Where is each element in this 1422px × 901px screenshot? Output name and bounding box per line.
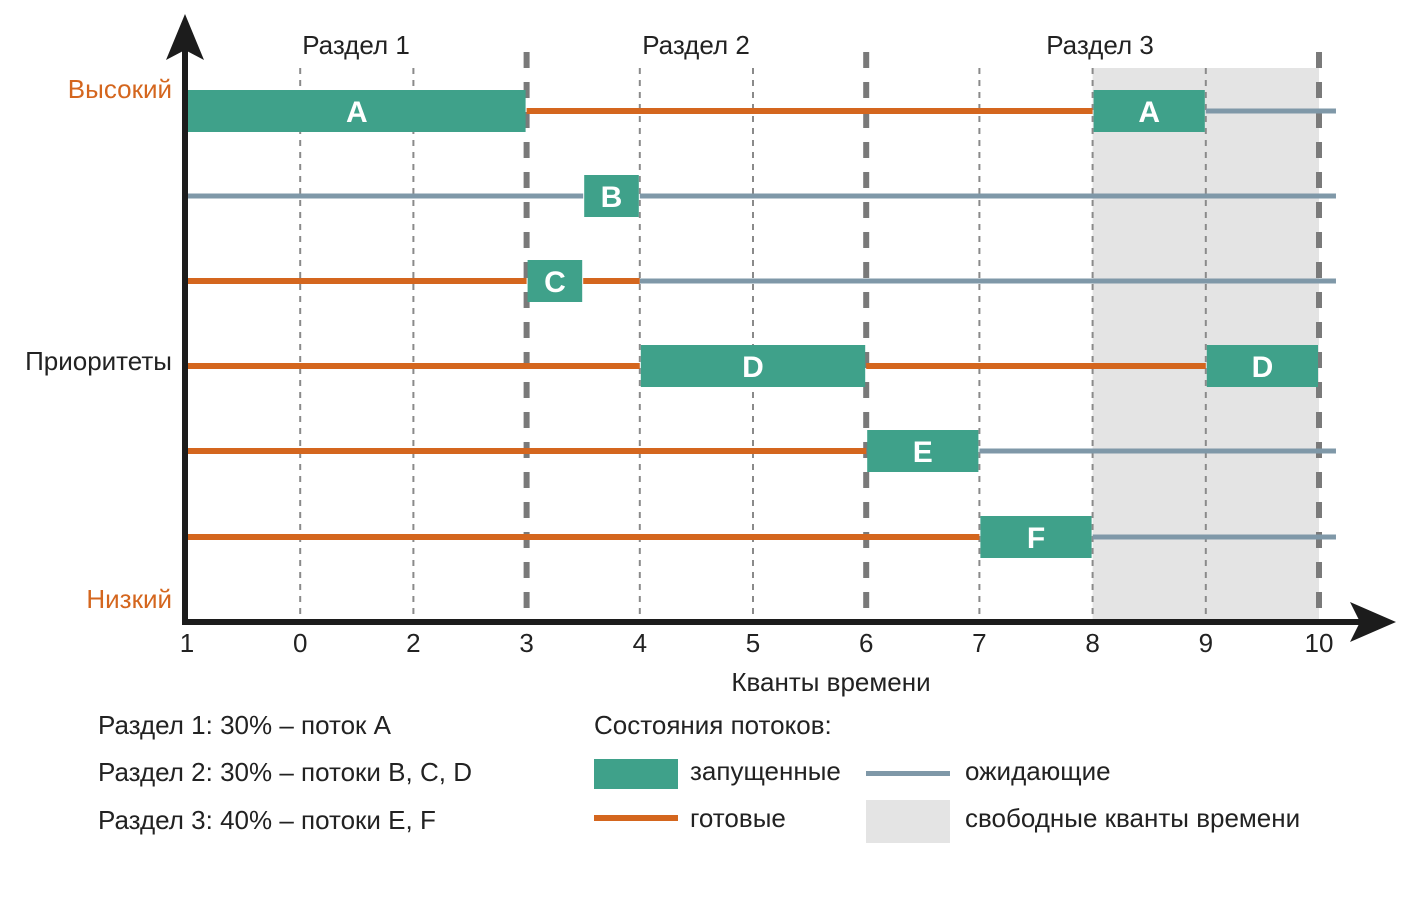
x-tick-label: 3: [519, 628, 533, 658]
thread-e-bar-label: E: [913, 436, 933, 469]
thread-f-running-bar: [980, 516, 1092, 558]
y-axis-arrow: [166, 14, 204, 60]
x-tick-label: 10: [1305, 628, 1334, 658]
x-tick-label: 7: [972, 628, 986, 658]
legend-waiting-swatch: [866, 771, 950, 776]
section-note-1: Раздел 1: 30% – поток A: [98, 710, 391, 740]
thread-a-bar-label: A: [1138, 96, 1160, 129]
thread-d-running-bar: [1206, 345, 1318, 387]
legend-running-swatch: [594, 759, 678, 789]
legend-running-label: запущенные: [690, 756, 841, 786]
legend-title: Состояния потоков:: [594, 710, 832, 740]
thread-e-running-bar: [867, 430, 979, 472]
x-tick-label: 5: [746, 628, 760, 658]
x-tick-label: 9: [1199, 628, 1213, 658]
x-tick-label: 6: [859, 628, 873, 658]
legend-ready-label: готовые: [690, 803, 786, 833]
section-label-3: Раздел 3: [1046, 30, 1154, 60]
section-note-3: Раздел 3: 40% – потоки E, F: [98, 805, 436, 835]
thread-d-bar-label: D: [742, 351, 764, 384]
x-tick-label: 8: [1085, 628, 1099, 658]
legend-ready-swatch: [594, 815, 678, 821]
thread-b-bar-label: B: [601, 181, 623, 214]
legend-free-label: свободные кванты времени: [965, 803, 1301, 833]
thread-c-bar-label: C: [544, 266, 566, 299]
thread-d-running-bar: [640, 345, 866, 387]
x-axis-label: Кванты времени: [731, 667, 930, 697]
section-note-2: Раздел 2: 30% – потоки B, C, D: [98, 757, 472, 787]
x-tick-label: 0: [293, 628, 307, 658]
thread-a-bar-label: A: [346, 96, 368, 129]
legend-waiting-label: ожидающие: [965, 756, 1111, 786]
y-axis-label: Приоритеты: [25, 346, 172, 376]
thread-a-running-bar: [1093, 90, 1205, 132]
y-high-label: Высокий: [68, 74, 172, 104]
y-low-label: Низкий: [86, 584, 172, 614]
section-label-1: Раздел 1: [302, 30, 410, 60]
thread-f-bar-label: F: [1027, 522, 1045, 555]
x-axis-arrow: [1350, 602, 1396, 642]
thread-d-bar-label: D: [1252, 351, 1274, 384]
thread-c-running-bar: [527, 260, 583, 302]
section-label-2: Раздел 2: [642, 30, 750, 60]
x-tick-label: 1: [180, 628, 194, 658]
x-tick-label: 2: [406, 628, 420, 658]
legend-free-swatch: [866, 800, 950, 843]
x-tick-label: 4: [633, 628, 647, 658]
thread-b-running-bar: [584, 175, 639, 217]
thread-a-running-bar: [188, 90, 526, 132]
